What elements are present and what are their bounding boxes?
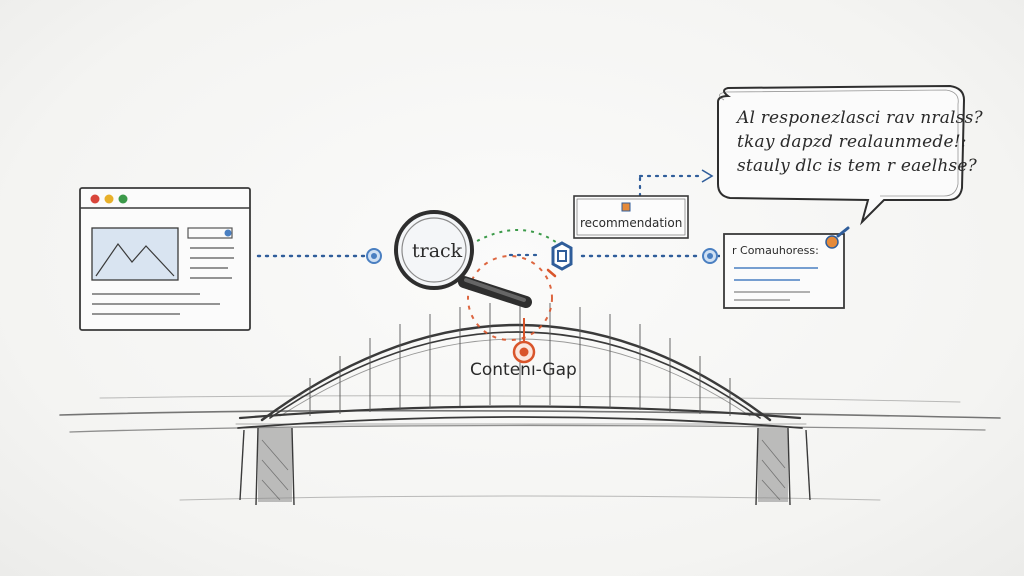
magnifier-icon	[394, 210, 532, 308]
browser-dot-green	[118, 194, 128, 204]
right-panel	[723, 226, 850, 309]
magnifier-label: track	[412, 240, 463, 262]
orange-orbit	[467, 255, 553, 341]
hub-icon	[546, 241, 573, 278]
content-gap-label: Contenı-Gap	[470, 360, 577, 380]
bridge-pier-right	[755, 427, 811, 506]
browser-window	[79, 187, 251, 331]
recommendation-box	[573, 195, 689, 239]
green-orbit	[469, 229, 561, 246]
speech-line-3: stauly dlc is tem r eaelhse?	[737, 156, 977, 176]
bridge-deck	[235, 405, 807, 429]
browser-dot-red	[90, 194, 100, 204]
panel-title: r Comauhoress:	[732, 244, 819, 257]
connector-left	[256, 248, 382, 264]
connector-right	[580, 248, 724, 264]
image-icon	[91, 227, 179, 281]
bridge-hangers	[309, 302, 731, 416]
pin-icon	[825, 226, 850, 249]
speech-line-2: tkay dapzd realaunmede!:	[737, 132, 967, 152]
connector-up	[638, 174, 706, 198]
recommendation-label: recommendation	[580, 216, 683, 230]
browser-dot-yellow	[104, 194, 114, 204]
bridge-pier-left	[239, 427, 295, 506]
speech-line-1: Al responezlasci rav nralss?	[737, 108, 983, 128]
road-lines	[59, 395, 1001, 501]
target-icon	[512, 318, 536, 364]
speech-bubble	[717, 84, 966, 226]
